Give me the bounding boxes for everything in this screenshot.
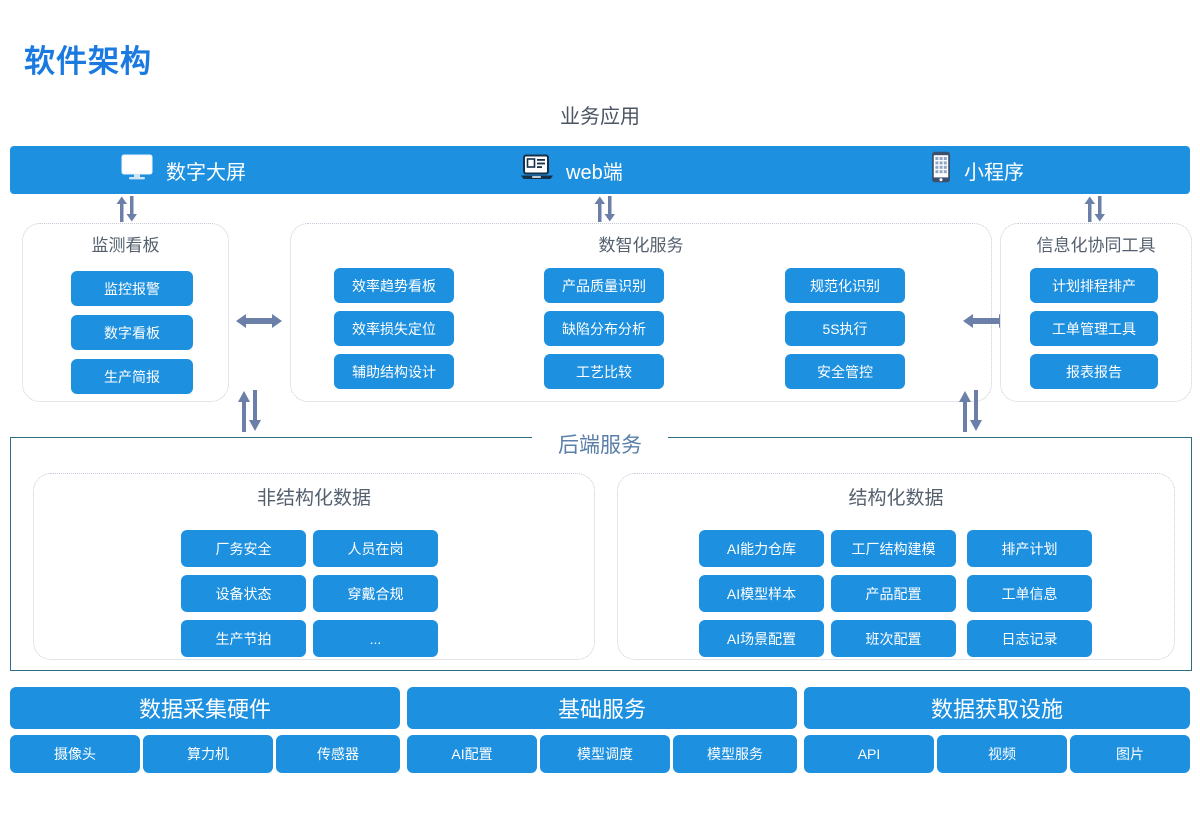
app-item-label: 小程序 bbox=[964, 161, 1024, 184]
foundation-item-model-scheduling[interactable]: 模型调度 bbox=[540, 735, 670, 773]
chip-ai-scene-config[interactable]: AI场景配置 bbox=[699, 620, 824, 657]
chip-personnel-on-duty[interactable]: 人员在岗 bbox=[313, 530, 438, 567]
chip-production-brief[interactable]: 生产简报 bbox=[71, 359, 193, 394]
foundation-item-model-service[interactable]: 模型服务 bbox=[673, 735, 797, 773]
business-apps-caption: 业务应用 bbox=[560, 106, 640, 128]
chip-safety-control[interactable]: 安全管控 bbox=[785, 354, 905, 389]
foundation-item-compute-machine[interactable]: 算力机 bbox=[143, 735, 273, 773]
foundation-item-camera[interactable]: 摄像头 bbox=[10, 735, 140, 773]
panel-monitoring-board: 监测看板 监控报警 数字看板 生产简报 bbox=[22, 223, 229, 402]
chip-wearable-compliance[interactable]: 穿戴合规 bbox=[313, 575, 438, 612]
laptop-icon bbox=[520, 153, 554, 187]
panel-collaboration-tools: 信息化协同工具 计划排程排产 工单管理工具 报表报告 bbox=[1000, 223, 1192, 402]
app-item-miniprogram[interactable]: 小程序 bbox=[930, 151, 1024, 189]
business-apps-bar: 数字大屏 web端 bbox=[10, 146, 1190, 194]
chip-product-quality-recognition[interactable]: 产品质量识别 bbox=[544, 268, 664, 303]
app-item-web[interactable]: web端 bbox=[520, 153, 623, 187]
panel-unstructured-data: 非结构化数据 厂务安全 设备状态 生产节拍 人员在岗 穿戴合规 ... bbox=[33, 473, 595, 660]
panel-title: 数智化服务 bbox=[598, 236, 684, 255]
chip-equipment-status[interactable]: 设备状态 bbox=[181, 575, 306, 612]
panel-title: 结构化数据 bbox=[848, 488, 944, 509]
monitor-icon bbox=[120, 153, 154, 187]
chip-defect-distribution-analysis[interactable]: 缺陷分布分析 bbox=[544, 311, 664, 346]
panel-structured-data: 结构化数据 AI能力仓库 AI模型样本 AI场景配置 工厂结构建模 产品配置 班… bbox=[617, 473, 1175, 660]
foundation-item-video[interactable]: 视频 bbox=[937, 735, 1067, 773]
smartphone-icon bbox=[930, 151, 952, 189]
chip-factory-structure-modeling[interactable]: 工厂结构建模 bbox=[831, 530, 956, 567]
page-title: 软件架构 bbox=[24, 44, 152, 79]
connector-arrow-vertical bbox=[1079, 196, 1113, 226]
panel-title: 非结构化数据 bbox=[256, 488, 371, 509]
chip-work-order-info[interactable]: 工单信息 bbox=[967, 575, 1092, 612]
chip-plant-safety[interactable]: 厂务安全 bbox=[181, 530, 306, 567]
foundation-header-basic-services[interactable]: 基础服务 bbox=[407, 687, 797, 729]
connector-arrow-vertical bbox=[589, 196, 623, 226]
chip-5s-execution[interactable]: 5S执行 bbox=[785, 311, 905, 346]
connector-arrow-vertical bbox=[955, 390, 989, 432]
panel-title: 监测看板 bbox=[91, 236, 160, 255]
chip-efficiency-loss-location[interactable]: 效率损失定位 bbox=[334, 311, 454, 346]
foundation-item-sensor[interactable]: 传感器 bbox=[276, 735, 400, 773]
chip-shift-config[interactable]: 班次配置 bbox=[831, 620, 956, 657]
foundation-item-ai-config[interactable]: AI配置 bbox=[407, 735, 537, 773]
app-item-label: web端 bbox=[566, 161, 623, 184]
foundation-header-data-acquisition-facilities[interactable]: 数据获取设施 bbox=[804, 687, 1190, 729]
chip-digital-board[interactable]: 数字看板 bbox=[71, 315, 193, 350]
connector-arrow-horizontal bbox=[236, 311, 282, 333]
chip-ai-model-samples[interactable]: AI模型样本 bbox=[699, 575, 824, 612]
chip-product-config[interactable]: 产品配置 bbox=[831, 575, 956, 612]
chip-assisted-structural-design[interactable]: 辅助结构设计 bbox=[334, 354, 454, 389]
app-item-label: 数字大屏 bbox=[166, 161, 246, 184]
chip-planning-scheduling[interactable]: 计划排程排产 bbox=[1030, 268, 1158, 303]
chip-report[interactable]: 报表报告 bbox=[1030, 354, 1158, 389]
connector-arrow-vertical bbox=[111, 196, 145, 226]
chip-production-plan[interactable]: 排产计划 bbox=[967, 530, 1092, 567]
chip-more[interactable]: ... bbox=[313, 620, 438, 657]
foundation-item-api[interactable]: API bbox=[804, 735, 934, 773]
chip-process-comparison[interactable]: 工艺比较 bbox=[544, 354, 664, 389]
chip-monitoring-alarm[interactable]: 监控报警 bbox=[71, 271, 193, 306]
app-item-digital-screen[interactable]: 数字大屏 bbox=[120, 153, 246, 187]
chip-production-takt[interactable]: 生产节拍 bbox=[181, 620, 306, 657]
chip-standardization-recognition[interactable]: 规范化识别 bbox=[785, 268, 905, 303]
backend-services-title: 后端服务 bbox=[0, 429, 1200, 459]
chip-efficiency-trend-board[interactable]: 效率趋势看板 bbox=[334, 268, 454, 303]
foundation-item-image[interactable]: 图片 bbox=[1070, 735, 1190, 773]
panel-title: 信息化协同工具 bbox=[1036, 236, 1156, 255]
chip-log-record[interactable]: 日志记录 bbox=[967, 620, 1092, 657]
connector-arrow-horizontal bbox=[963, 311, 1009, 333]
panel-smart-services: 数智化服务 效率趋势看板 效率损失定位 辅助结构设计 产品质量识别 缺陷分布分析… bbox=[290, 223, 992, 402]
chip-ai-capability-repo[interactable]: AI能力仓库 bbox=[699, 530, 824, 567]
connector-arrow-vertical bbox=[234, 390, 268, 432]
foundation-header-data-collection-hardware[interactable]: 数据采集硬件 bbox=[10, 687, 400, 729]
chip-work-order-tool[interactable]: 工单管理工具 bbox=[1030, 311, 1158, 346]
